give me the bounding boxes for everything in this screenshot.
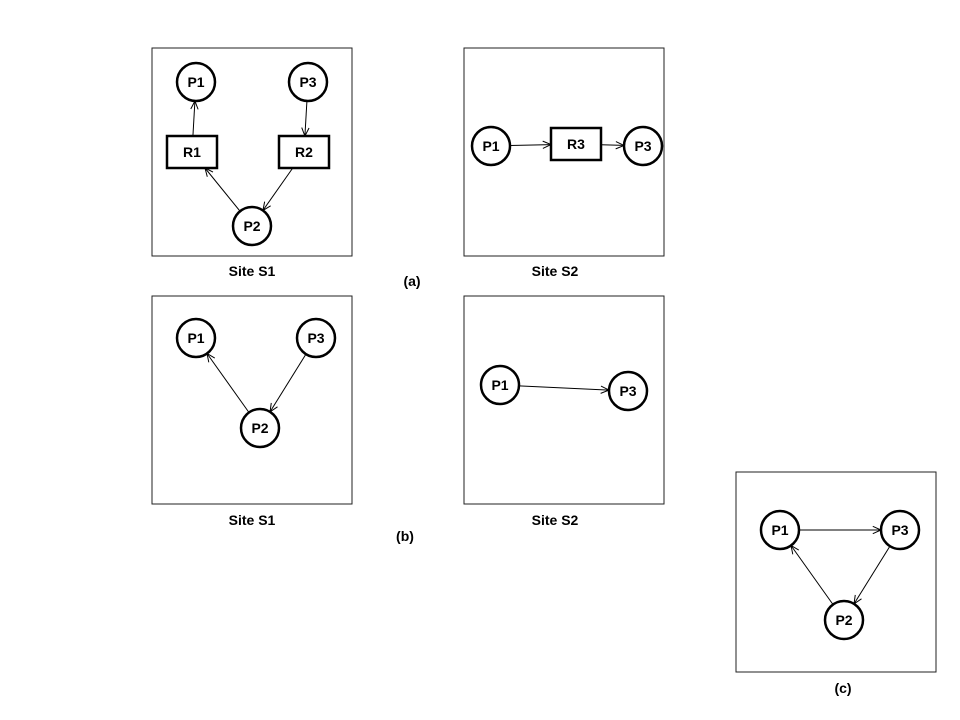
node-label: P2 <box>251 420 268 436</box>
edge-p2-to-p1 <box>790 545 834 605</box>
edge-p2-to-p1 <box>206 353 250 413</box>
resource-box <box>165 134 219 170</box>
process-circle <box>287 61 329 103</box>
panel-a-site-s2: P1 R3 P3 Site S2 <box>463 47 665 279</box>
node-label: R1 <box>183 144 201 160</box>
node-label: P3 <box>299 74 316 90</box>
panel-a-site-s2-nodes: P1 R3 P3 <box>470 125 664 167</box>
node-label: P1 <box>491 377 508 393</box>
process-circle <box>295 317 337 359</box>
panel-a-site-s1-caption: Site S1 <box>229 263 276 279</box>
node-p1: P1 <box>470 125 512 167</box>
node-p3: P3 <box>295 317 337 359</box>
node-label: P3 <box>891 522 908 538</box>
node-p1: P1 <box>175 61 217 103</box>
node-label: P1 <box>771 522 788 538</box>
node-p2: P2 <box>239 407 281 449</box>
edge-r3-to-p3 <box>600 144 625 146</box>
figure-label-b: (b) <box>396 528 414 544</box>
node-p1: P1 <box>175 317 217 359</box>
node-p3: P3 <box>879 509 921 551</box>
resource-box <box>277 134 331 170</box>
edge-p2-to-r1 <box>204 167 241 212</box>
panel-a-site-s2-caption: Site S2 <box>532 263 579 279</box>
node-label: P3 <box>307 330 324 346</box>
edge-p3-to-p2 <box>853 545 891 605</box>
node-label: R3 <box>567 136 585 152</box>
process-circle <box>759 509 801 551</box>
node-label: P1 <box>187 74 204 90</box>
figure-label-c: (c) <box>834 680 851 696</box>
node-p3: P3 <box>607 370 649 412</box>
node-label: P2 <box>835 612 852 628</box>
edge-r1-to-p1 <box>192 100 196 137</box>
process-circle <box>879 509 921 551</box>
node-label: P3 <box>634 138 651 154</box>
node-r2: R2 <box>277 134 331 170</box>
edge-p1-to-p3 <box>518 385 610 391</box>
panel-b-site-s1-caption: Site S1 <box>229 512 276 528</box>
panel-b-site-s2-caption: Site S2 <box>532 512 579 528</box>
edge-r2-to-p2 <box>262 167 294 211</box>
node-label: P1 <box>187 330 204 346</box>
edge-p3-to-r2 <box>304 100 308 137</box>
node-p2: P2 <box>231 205 273 247</box>
panel-a-site-s1-edges <box>190 99 310 212</box>
process-circle <box>175 61 217 103</box>
node-label: P2 <box>243 218 260 234</box>
process-circle <box>470 125 512 167</box>
process-circle <box>175 317 217 359</box>
resource-box <box>549 126 603 162</box>
process-circle <box>607 370 649 412</box>
node-label: P1 <box>482 138 499 154</box>
node-label: R2 <box>295 144 313 160</box>
process-circle <box>231 205 273 247</box>
node-r3: R3 <box>549 126 603 162</box>
process-circle <box>823 599 865 641</box>
node-p1: P1 <box>479 364 521 406</box>
panel-a-site-s2-edges <box>509 140 626 150</box>
edge-p3-to-p2 <box>269 353 307 413</box>
figure-label-a: (a) <box>403 273 420 289</box>
panel-c-frame <box>735 471 937 673</box>
process-circle <box>239 407 281 449</box>
process-circle <box>479 364 521 406</box>
node-label: P3 <box>619 383 636 399</box>
process-circle <box>622 125 664 167</box>
panel-b-site-s2: P1 P3 Site S2 <box>463 295 665 528</box>
node-p2: P2 <box>823 599 865 641</box>
panel-b-site-s2-nodes: P1 P3 <box>479 364 649 412</box>
node-p1: P1 <box>759 509 801 551</box>
edge-p1-to-r3 <box>509 144 552 147</box>
node-p3: P3 <box>622 125 664 167</box>
node-r1: R1 <box>165 134 219 170</box>
node-p3: P3 <box>287 61 329 103</box>
